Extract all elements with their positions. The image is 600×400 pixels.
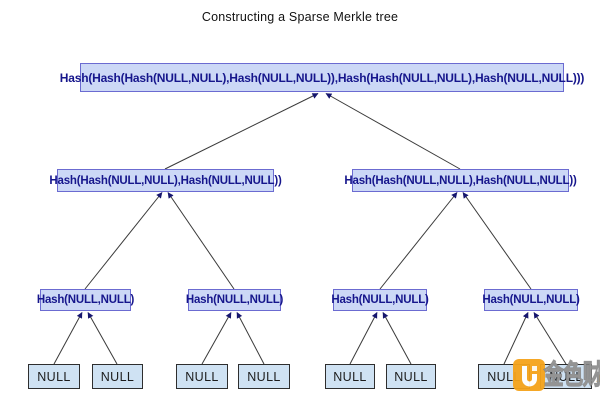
tree-leaf-3: NULL [176,364,228,389]
edge-l3c-l2b [379,192,458,290]
tree-node-l3-4: Hash(NULL,NULL) [482,289,580,311]
edge-leaf1-l3a [53,312,83,365]
tree-leaf-1: NULL [28,364,80,389]
tree-node-l3-2: Hash(NULL,NULL) [186,289,283,311]
edge-leaf6-l3c [382,312,412,365]
tree-node-l2-right: Hash(Hash(NULL,NULL),Hash(NULL,NULL)) [344,169,577,192]
edge-l3d-l2b [462,192,532,290]
tree-node-l3-3: Hash(NULL,NULL) [331,289,429,311]
tree-leaf-2: NULL [92,364,143,389]
tree-leaf-4: NULL [238,364,290,389]
diagram-title: Constructing a Sparse Merkle tree [201,10,399,24]
edge-leaf2-l3a [87,312,118,365]
tree-node-l3-1: Hash(NULL,NULL) [37,289,134,311]
edge-l3a-l2a [84,192,163,290]
tree-leaf-5: NULL [325,364,375,389]
edge-leaf3-l3b [201,312,232,365]
edge-l3b-l2a [167,192,235,290]
tree-node-root: Hash(Hash(Hash(NULL,NULL),Hash(NULL,NULL… [60,63,584,92]
tree-node-l2-left: Hash(Hash(NULL,NULL),Hash(NULL,NULL)) [49,169,282,192]
edge-l2a-root [164,93,319,170]
tree-leaf-7: NULL [478,364,530,389]
edge-leaf7-l3d [503,312,529,365]
edge-leaf4-l3b [236,312,265,365]
tree-leaf-6: NULL [386,364,436,389]
edge-leaf8-l3d [533,312,567,365]
edge-l2b-root [325,93,461,170]
edge-leaf5-l3c [349,312,378,365]
tree-leaf-8: NULL [540,364,592,389]
